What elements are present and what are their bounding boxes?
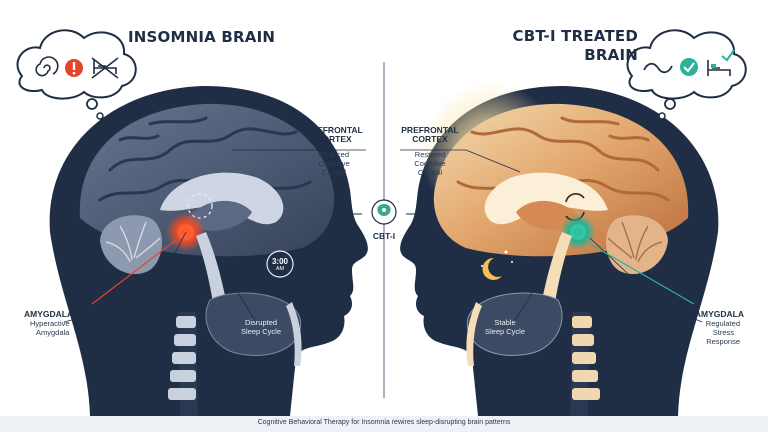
stars-icon — [481, 250, 513, 267]
left-sleep-line-2: Sleep Cycle — [240, 327, 282, 336]
left-amygdala-title: AMYGDALA — [24, 309, 74, 319]
right-prefrontal-desc-3: Control — [417, 168, 443, 177]
alert-icon — [65, 59, 83, 77]
right-leader-lines — [400, 149, 703, 323]
left-amygdala-desc-2: Amygdala — [36, 328, 70, 337]
left-head — [49, 86, 368, 416]
left-airway — [286, 302, 302, 366]
brain-gear-icon — [371, 199, 397, 225]
right-amygdala — [572, 226, 584, 238]
left-amygdala-label: AMYGDALA Hyperactive Amygdala — [24, 309, 94, 338]
right-prefrontal-desc-1: Restored — [414, 150, 446, 159]
caption: Cognitive Behavioral Therapy for Insomni… — [257, 419, 511, 426]
right-calm-line — [589, 243, 695, 305]
right-amygdala-desc-1: Regulated — [705, 319, 740, 328]
left-sleep-line-1: Disrupted — [244, 318, 278, 327]
left-vertebrae — [168, 316, 196, 400]
right-prefrontal-label: PREFRONTAL CORTEX Restored Cognitive Con… — [395, 125, 465, 178]
right-airway — [466, 302, 482, 366]
right-title: CBT-I TREATED BRAIN — [470, 27, 638, 65]
bed-icon — [707, 49, 735, 76]
right-sleep-line-2: Sleep Cycle — [484, 327, 526, 336]
right-cerebellum-branches — [607, 221, 663, 263]
right-amygdala-desc-3: Response — [706, 337, 740, 346]
right-head — [400, 82, 719, 416]
right-prefrontal-title-2: CORTEX — [412, 134, 448, 144]
right-title-line-1: CBT-I TREATED — [512, 27, 638, 45]
right-amygdala-label: AMYGDALA Regulated Stress Response — [672, 309, 744, 347]
left-clock-period: AM — [275, 266, 285, 272]
right-prefrontal-desc-2: Cognitive — [414, 159, 446, 168]
left-cerebellum-branches — [105, 221, 161, 263]
left-prefrontal-title: PREFRONTAL — [305, 125, 363, 135]
right-vertebrae — [572, 316, 600, 400]
left-leader-lines — [63, 149, 366, 323]
right-sleep-label: Stable Sleep Cycle — [470, 318, 540, 336]
left-prefrontal-desc-2: Cognitive — [318, 159, 350, 168]
left-prefrontal-desc-1: Reduced — [318, 150, 350, 159]
caption-bar — [0, 416, 768, 432]
left-prefrontal-desc-3: Control — [321, 168, 347, 177]
right-cerebellum — [606, 215, 668, 275]
check-icon — [680, 58, 698, 76]
right-corpus-callosum — [484, 172, 608, 225]
left-stress-line — [91, 239, 177, 305]
right-amygdala-desc-2: Stress — [712, 328, 734, 337]
moon-icon — [482, 257, 502, 280]
center-label: CBT-I — [372, 231, 396, 241]
left-clock: 3:00 AM — [262, 257, 298, 272]
spiral-icon — [35, 56, 59, 77]
left-title: INSOMNIA BRAIN — [128, 28, 276, 46]
wave-icon — [643, 62, 673, 74]
left-cerebellum — [100, 215, 162, 275]
no-sleep-icon — [91, 57, 119, 79]
right-amygdala-title: AMYGDALA — [694, 309, 744, 319]
right-title-line-2: BRAIN — [584, 46, 638, 64]
left-corpus-callosum — [160, 172, 284, 225]
right-prefrontal-title: PREFRONTAL — [401, 125, 459, 135]
left-throat — [205, 292, 302, 356]
left-sleep-label: Disrupted Sleep Cycle — [226, 318, 296, 336]
left-clock-time: 3:00 — [271, 257, 288, 266]
left-prefrontal-label: PREFRONTAL CORTEX Reduced Cognitive Cont… — [294, 125, 374, 178]
left-clock-face — [266, 250, 294, 278]
right-sleep-line-1: Stable — [494, 318, 516, 327]
left-prefrontal-title-2: CORTEX — [316, 134, 352, 144]
right-throat — [466, 292, 563, 356]
left-amygdala-desc-1: Hyperactive — [30, 319, 70, 328]
